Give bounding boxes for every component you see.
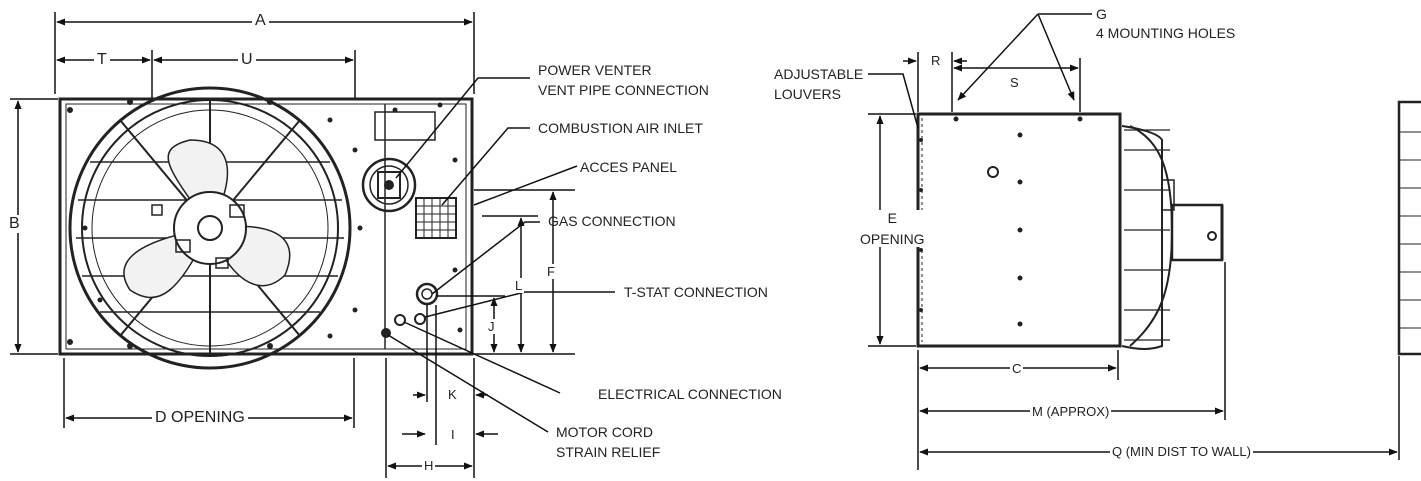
side-rivets — [919, 116, 1083, 327]
side-view — [916, 100, 1421, 356]
dim-e-opening: OPENING — [860, 231, 925, 247]
dim-j-label: J — [486, 319, 497, 334]
dim-t-label: T — [94, 51, 110, 69]
dim-c-label: C — [1010, 361, 1024, 376]
front-rivets — [67, 99, 463, 349]
front-view — [58, 86, 474, 370]
data-plate — [374, 111, 436, 141]
fan-guard — [68, 86, 352, 370]
mounting-holes-g: G — [1096, 6, 1107, 22]
dim-m-label: M (APPROX) — [1030, 404, 1112, 419]
mounting-holes-callout: G 4 MOUNTING HOLES — [1096, 6, 1235, 41]
mounting-holes-text: 4 MOUNTING HOLES — [1096, 25, 1236, 41]
dim-f-label: F — [545, 264, 557, 279]
tstat-connection — [414, 313, 426, 325]
louvers-callout: ADJUSTABLE LOUVERS — [774, 66, 863, 102]
dim-d-label: D OPENING — [152, 409, 248, 427]
front-leaders — [387, 77, 615, 433]
gas-connection — [415, 282, 439, 306]
louvers-line2: LOUVERS — [774, 86, 841, 102]
combustion-air-callout: COMBUSTION AIR INLET — [538, 120, 703, 136]
front-cabinet — [58, 97, 474, 356]
dim-u-label: U — [238, 51, 256, 69]
power-venter-line2: VENT PIPE CONNECTION — [538, 82, 709, 98]
tstat-connection-callout: T-STAT CONNECTION — [624, 284, 768, 300]
dim-l-label: L — [513, 278, 525, 293]
dim-r-label: R — [929, 53, 943, 68]
dim-a-label: A — [252, 12, 269, 30]
dim-h-label: H — [422, 458, 436, 473]
power-venter-callout: POWER VENTER VENT PIPE CONNECTION — [538, 62, 709, 98]
electrical-connection — [394, 314, 406, 326]
dim-i-label: I — [449, 427, 457, 442]
motor-cord-line2: STRAIN RELIEF — [556, 444, 661, 460]
power-venter-line1: POWER VENTER — [538, 62, 652, 78]
vent-pipe-connection — [361, 157, 417, 213]
motor-cord-line1: MOTOR CORD — [556, 424, 653, 440]
dim-q-label: Q (MIN DIST TO WALL) — [1110, 444, 1253, 459]
motor-cord-callout: MOTOR CORD STRAIN RELIEF — [556, 424, 660, 460]
louvers-line1: ADJUSTABLE — [774, 66, 864, 82]
side-dimensions — [868, 13, 1400, 470]
dim-e-label: E OPENING — [860, 210, 925, 247]
wall — [1397, 100, 1421, 356]
electrical-connection-callout: ELECTRICAL CONNECTION — [598, 386, 782, 402]
combustion-air-inlet — [415, 197, 457, 239]
dim-s-label: S — [1008, 75, 1021, 90]
dim-e-letter: E — [887, 210, 897, 226]
dim-k-label: K — [446, 387, 459, 402]
front-dimensions — [10, 12, 575, 478]
gas-connection-callout: GAS CONNECTION — [548, 213, 676, 229]
access-panel-callout: ACCES PANEL — [580, 159, 677, 175]
dim-b-label: B — [6, 215, 23, 233]
